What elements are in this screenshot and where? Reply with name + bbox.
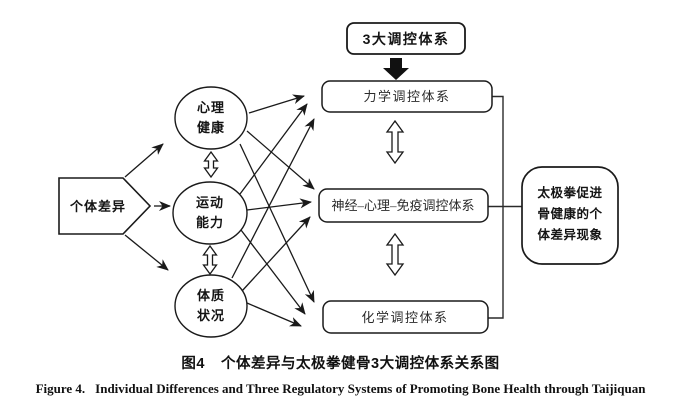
double-arrow-mechanical-neuro	[385, 119, 405, 165]
neuro-psycho-immune-system-label: 神经–心理–免疫调控体系	[331, 198, 474, 213]
arrow-source-to-physique	[124, 234, 169, 271]
double-arrow-exercise-physique	[202, 244, 218, 276]
arrow-mental-to-chemical	[239, 143, 315, 303]
individual-differences-label: 个体差异	[69, 199, 126, 214]
neuro-psycho-immune-system-box	[318, 188, 489, 223]
mental-health-line1: 心理	[197, 100, 225, 115]
outcome-line3: 体差异现象	[537, 227, 602, 242]
caption-en-title: Individual Differences and Three Regulat…	[95, 381, 646, 396]
individual-differences-pentagon	[58, 177, 152, 235]
exercise-ability-line2: 能力	[196, 215, 224, 230]
caption-en: Figure 4. Individual Differences and Thre…	[0, 381, 681, 397]
double-arrow-neuro-chemical	[385, 232, 405, 277]
arrow-physique-to-mechanical	[231, 118, 315, 279]
three-systems-label: 3大调控体系	[363, 31, 450, 47]
outcome-line2: 骨健康的个	[537, 206, 602, 221]
physique-status-line2: 状况	[197, 308, 225, 323]
chemical-system-box	[322, 300, 489, 334]
three-systems-box	[346, 22, 466, 55]
chemical-system-label: 化学调控体系	[361, 310, 448, 325]
arrow-source-to-mental	[124, 143, 164, 178]
relationship-diagram: 个体差异 心理 健康 运动 能力 体质 状况 3大调控体系 力学调控体系 神经–…	[58, 22, 619, 338]
exercise-ability-circle	[172, 181, 248, 245]
arrow-physique-to-neuro	[241, 216, 311, 292]
exercise-ability-line1: 运动	[196, 195, 224, 210]
caption-en-number: Figure 4.	[35, 381, 86, 396]
arrow-exercise-to-chemical	[240, 229, 306, 315]
arrow-exercise-to-mechanical	[239, 103, 308, 195]
arrow-mental-to-neuro	[246, 130, 315, 190]
arrow-mental-to-mechanical	[248, 94, 305, 114]
outcome-box	[521, 166, 619, 265]
physique-status-circle	[174, 274, 248, 338]
caption-zh-number: 图4	[181, 356, 205, 372]
solid-down-arrow	[383, 58, 409, 80]
double-arrow-mental-exercise	[203, 150, 219, 179]
mental-health-line2: 健康	[197, 120, 225, 135]
mechanical-system-box	[321, 80, 493, 113]
arrow-physique-to-chemical	[246, 302, 302, 327]
mental-health-circle	[174, 86, 248, 150]
caption-zh-title: 个体差异与太极拳健骨3大调控体系关系图	[221, 356, 500, 372]
physique-status-line1: 体质	[197, 288, 225, 303]
outcome-line1: 太极拳促进	[537, 185, 602, 200]
caption-zh: 图4 个体差异与太极拳健骨3大调控体系关系图	[0, 352, 681, 373]
arrow-exercise-to-neuro	[246, 198, 312, 211]
mechanical-system-label: 力学调控体系	[363, 89, 450, 104]
connector-elbow-lines	[488, 95, 504, 319]
